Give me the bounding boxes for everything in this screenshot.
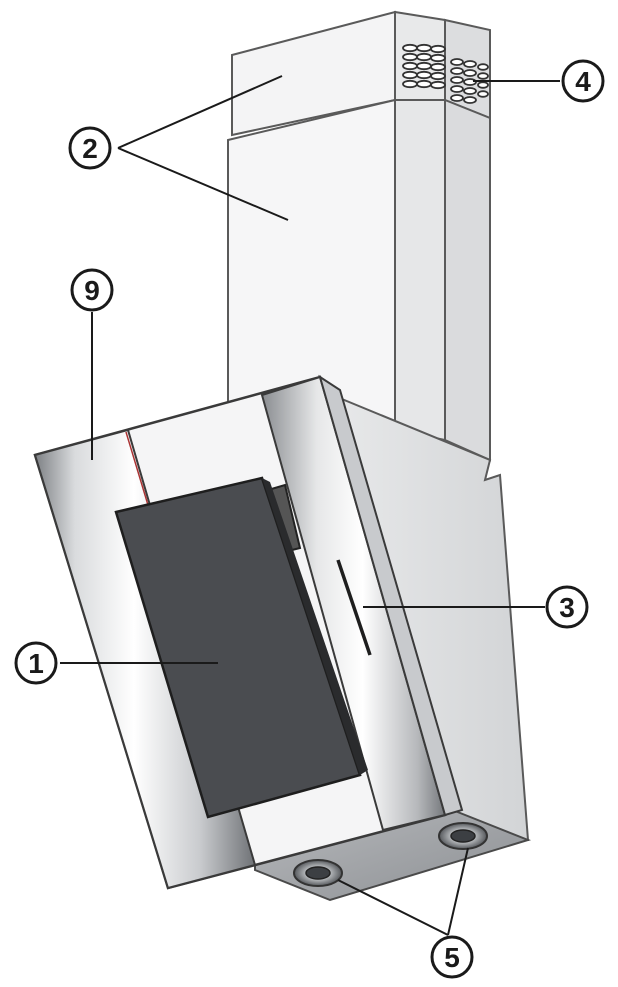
callout-5-number: 5 [444,942,460,973]
front-panel [33,374,464,890]
callout-3-number: 3 [559,592,575,623]
light-right [438,822,488,850]
callout-9-number: 9 [84,275,100,306]
callout-9: 9 [70,268,114,312]
callout-1-number: 1 [28,648,44,679]
chimney-lower [227,98,491,462]
callout-1: 1 [14,641,58,685]
callout-4-number: 4 [575,66,591,97]
callout-2-number: 2 [82,133,98,164]
ventilation-slots [402,43,489,104]
callout-5: 5 [430,935,474,979]
leader-lines [60,75,560,936]
light-left [293,859,343,887]
control-strip [336,559,372,656]
callout-3: 3 [545,585,589,629]
callout-4: 4 [561,59,605,103]
callout-2: 2 [68,126,112,170]
